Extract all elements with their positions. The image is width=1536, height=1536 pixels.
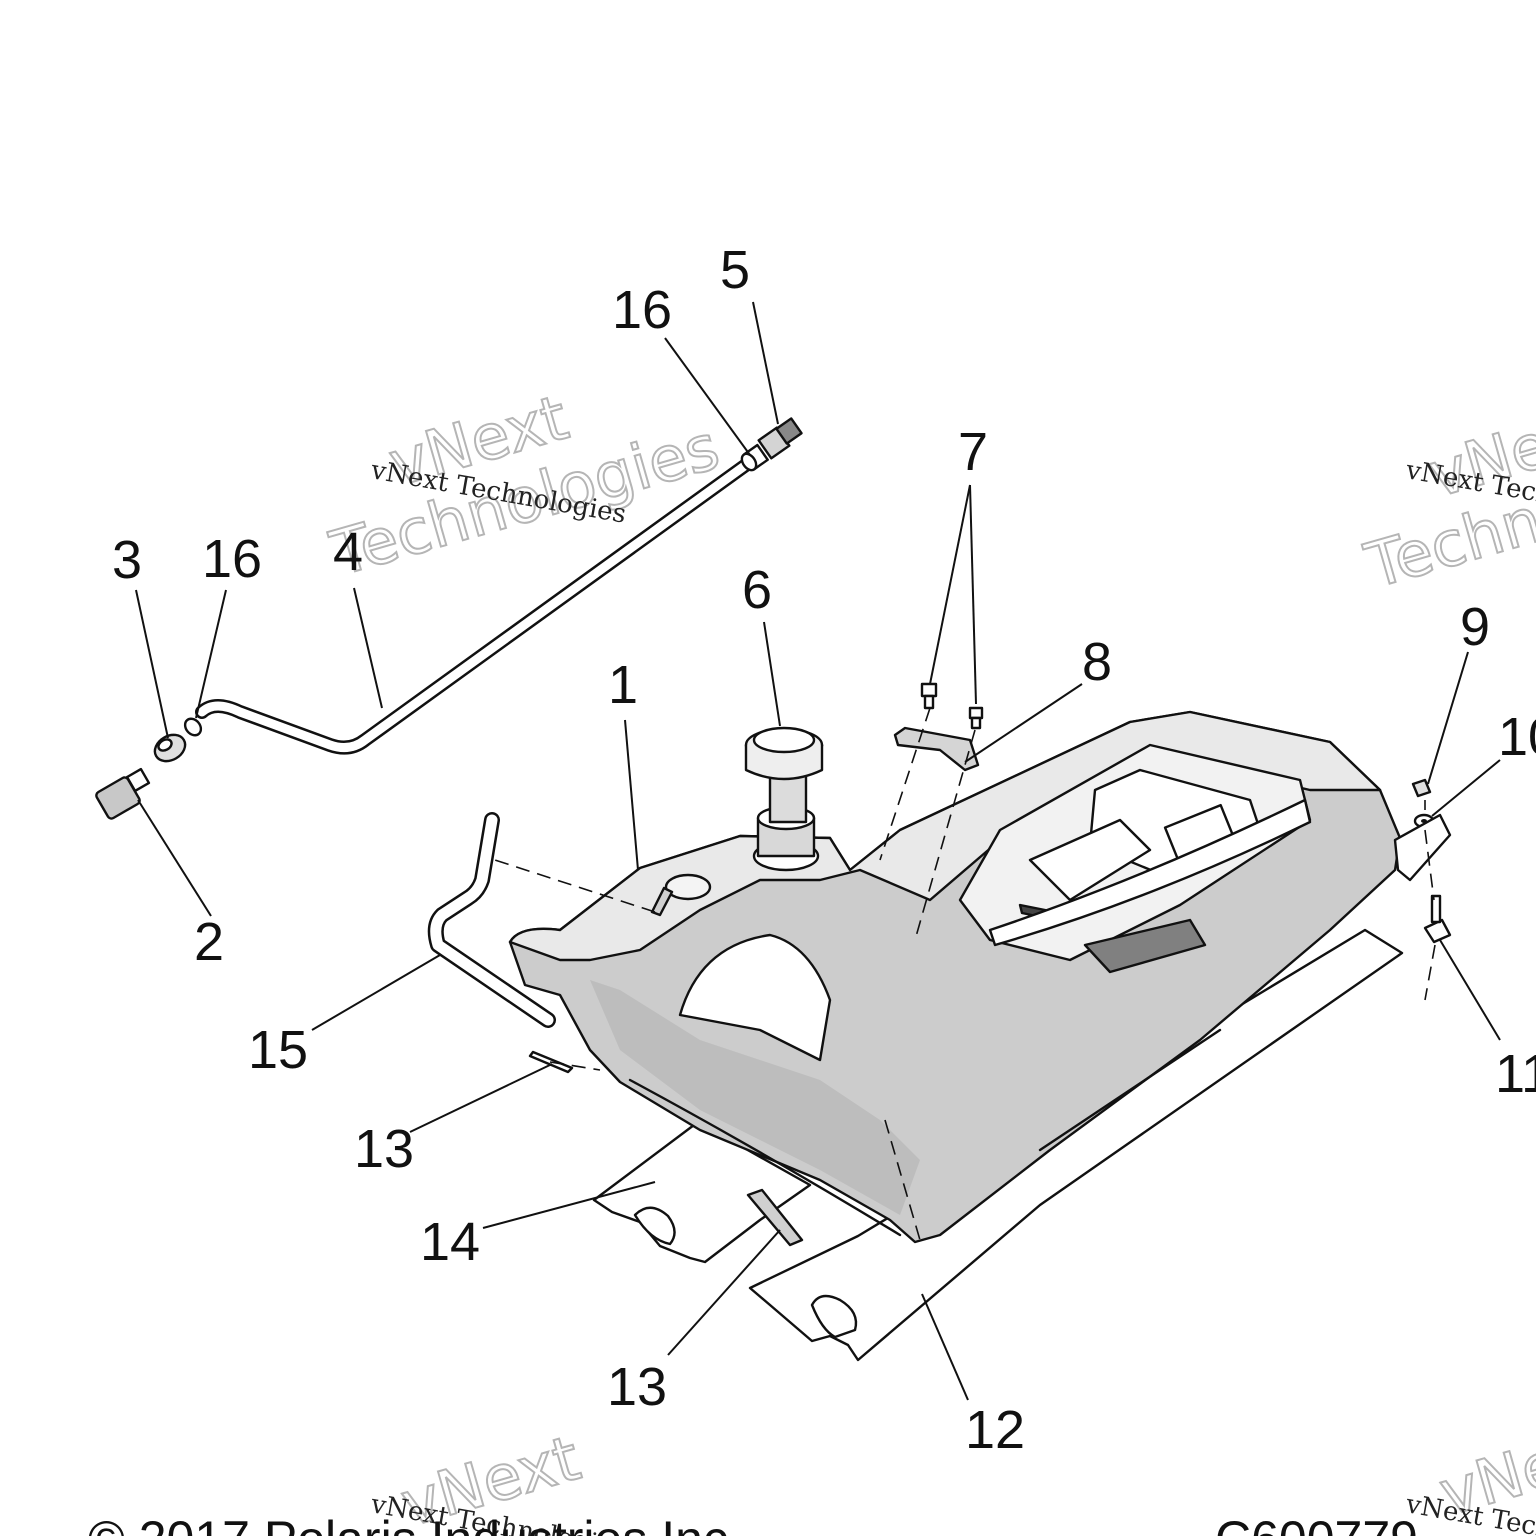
pad-part-13-bottom (746, 1188, 804, 1247)
callout-3: 3 (112, 530, 142, 590)
callout-6: 6 (742, 560, 772, 620)
watermark-top-left: vNext Technologies vNext Technologies (322, 380, 728, 592)
nut-part-9 (1411, 778, 1432, 798)
callout-13-bottom: 13 (607, 1357, 667, 1417)
callout-1: 1 (608, 655, 638, 715)
shield-plate-14-notch (633, 1206, 676, 1246)
shield-plate-notch (810, 1294, 858, 1339)
hose-clamp-part-16-left (183, 717, 203, 737)
callout-5: 5 (720, 240, 750, 300)
grommet-part-3 (153, 733, 187, 763)
callout-16-left: 16 (202, 529, 262, 589)
drawing-number: C600779 (1215, 1511, 1418, 1536)
tank-mount-tab (1393, 813, 1452, 882)
bracket-part-8 (893, 726, 980, 772)
watermark-top-right: vNext Technologies vNext Technologies (1356, 391, 1536, 604)
assembly-lines (494, 707, 1436, 1241)
callout-11: 11 (1495, 1044, 1536, 1104)
copyright-text: © 2017 Polaris Industries Inc. (88, 1511, 742, 1536)
callout-10: 10 (1498, 707, 1536, 767)
callout-2: 2 (194, 912, 224, 972)
callout-9: 9 (1460, 597, 1490, 657)
callout-16-top: 16 (612, 280, 672, 340)
fuel-cap-part-6 (744, 726, 824, 824)
vent-fitting-part-2 (95, 767, 151, 820)
callout-15: 15 (248, 1020, 308, 1080)
stud-part-11 (1423, 918, 1452, 944)
callout-8: 8 (1082, 632, 1112, 692)
callout-7: 7 (958, 422, 988, 482)
screw-part-7-right (968, 706, 984, 730)
hose-clamp-part-16-top (740, 452, 758, 472)
callout-12: 12 (965, 1400, 1025, 1460)
callout-4: 4 (333, 522, 363, 582)
screw-part-7-left (920, 682, 938, 710)
tank-shading (590, 980, 920, 1215)
callout-13-left: 13 (354, 1119, 414, 1179)
leader-lines (135, 301, 1501, 1401)
callouts: 1 2 3 4 5 6 7 8 9 10 11 12 13 13 14 15 1… (112, 240, 1536, 1460)
callout-14: 14 (420, 1212, 480, 1272)
